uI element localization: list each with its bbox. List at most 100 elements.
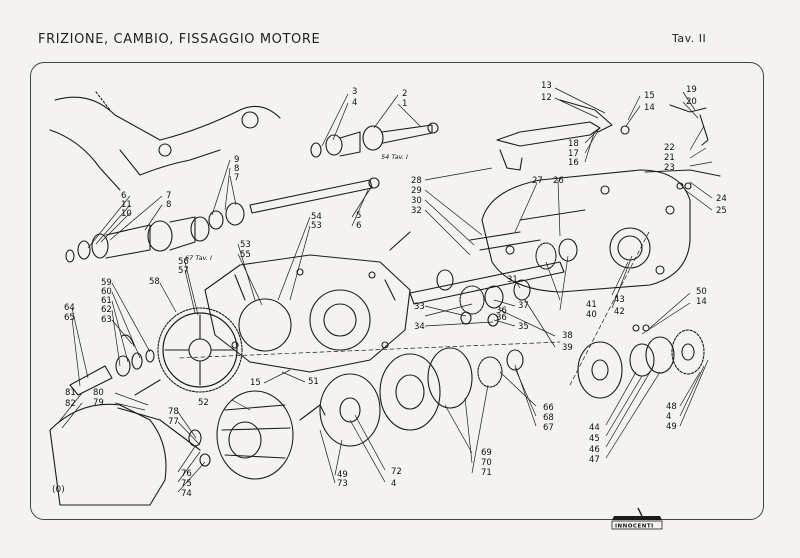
callout-label: 60 [101, 287, 112, 297]
callout-label: 50 [696, 287, 707, 297]
callout-label: 35 [518, 322, 529, 332]
callout-label: 32 [411, 206, 422, 216]
callout-label: 20 [686, 97, 697, 107]
callout-label: 62 [101, 305, 112, 315]
callout-label: 3 [352, 87, 357, 97]
corner-mark: (0) [52, 485, 65, 495]
selector-assembly [496, 99, 721, 190]
callout-label: 40 [586, 310, 597, 320]
callout-label: 53 [240, 240, 251, 250]
callout-label: 23 [664, 163, 675, 173]
callout-label: 65 [64, 313, 75, 323]
callout-label: 56 [178, 257, 189, 267]
callout-label: 30 [411, 196, 422, 206]
plate-label: Tav. II [672, 32, 707, 45]
callout-label: 36 [496, 306, 507, 316]
callout-label: 2 [402, 89, 407, 99]
callout-label: 78 [168, 407, 179, 417]
callout-label: 66 [543, 403, 554, 413]
callout-label: 18 [568, 139, 579, 149]
callout-label: 24 [716, 194, 727, 204]
callout-label: 10 [121, 209, 132, 219]
callout-label: 9 [234, 155, 239, 165]
callout-label: 5 [356, 211, 361, 221]
callout-label: 1 [402, 99, 407, 109]
callout-label: 76 [181, 469, 192, 479]
callout-label: 34 [414, 322, 425, 332]
reference-67: 67 Tav. I [185, 254, 212, 262]
callout-label: 22 [664, 143, 675, 153]
callout-label: 4 [391, 479, 396, 489]
callout-label: 64 [64, 303, 75, 313]
callout-label: 72 [391, 467, 402, 477]
large-gear [157, 307, 243, 393]
callout-label: 4 [352, 98, 357, 108]
callout-label: 36 [496, 313, 507, 323]
callout-label: 43 [614, 295, 625, 305]
callout-label: 33 [414, 302, 425, 312]
crankcase-right [481, 169, 691, 293]
callout-label: 6 [121, 191, 126, 201]
page-title: FRIZIONE, CAMBIO, FISSAGGIO MOTORE [38, 32, 321, 47]
callout-label: 29 [411, 186, 422, 196]
callout-label: 54 [311, 212, 322, 222]
callout-label: 80 [93, 388, 104, 398]
callout-label: 68 [543, 413, 554, 423]
callout-label: 69 [481, 448, 492, 458]
callout-label: 75 [181, 479, 192, 489]
callout-label: 73 [337, 479, 348, 489]
callout-label: 37 [518, 301, 529, 311]
callout-label: 4 [666, 412, 671, 422]
callout-label: 41 [586, 300, 597, 310]
callout-label: 26 [553, 176, 564, 186]
callout-label: 47 [589, 455, 600, 465]
callout-label: 44 [589, 423, 600, 433]
callout-label: 39 [562, 343, 573, 353]
callout-label: 8 [234, 164, 239, 174]
callout-label: 53 [311, 221, 322, 231]
sprocket-flange [577, 324, 705, 399]
shaft-1-4 [310, 122, 439, 158]
leader-lines [57, 87, 713, 493]
callout-label: 81 [65, 388, 76, 398]
callout-label: 77 [168, 417, 179, 427]
callout-label: 79 [93, 398, 104, 408]
callout-label: 13 [541, 81, 552, 91]
callout-label: 57 [178, 266, 189, 276]
callout-label: 38 [562, 331, 573, 341]
callout-label: 21 [664, 153, 675, 163]
main-shaft [208, 177, 380, 230]
reference-54: 54 Tav. I [381, 153, 408, 161]
callout-label: 15 [644, 91, 655, 101]
callout-label: 51 [308, 377, 319, 387]
callout-label: 70 [481, 458, 492, 468]
gear-cluster [409, 231, 578, 327]
callout-label: 59 [101, 278, 112, 288]
callout-label: 67 [543, 423, 554, 433]
callout-label: 55 [240, 250, 251, 260]
callout-label: 14 [644, 103, 655, 113]
callout-label: 46 [589, 445, 600, 455]
crankcase-half [204, 231, 411, 373]
callout-label: 27 [532, 176, 543, 186]
callout-label: 11 [121, 200, 132, 210]
callout-label: 49 [337, 470, 348, 480]
callout-label: 42 [614, 307, 625, 317]
callout-label: 63 [101, 315, 112, 325]
callout-label: 25 [716, 206, 727, 216]
clutch-small-parts-left [69, 334, 155, 396]
callout-label: 16 [568, 158, 579, 168]
frame-outline [49, 91, 281, 191]
callout-label: 8 [166, 200, 171, 210]
callout-label: 48 [666, 402, 677, 412]
callout-label: 17 [568, 149, 579, 159]
callout-label: 31 [507, 275, 518, 285]
callout-label: 45 [589, 434, 600, 444]
clutch-cover [49, 379, 211, 506]
callout-label: 14 [696, 297, 707, 307]
diagram-frame [30, 62, 764, 520]
callout-label: 6 [356, 221, 361, 231]
callout-label: 15 [250, 378, 261, 388]
